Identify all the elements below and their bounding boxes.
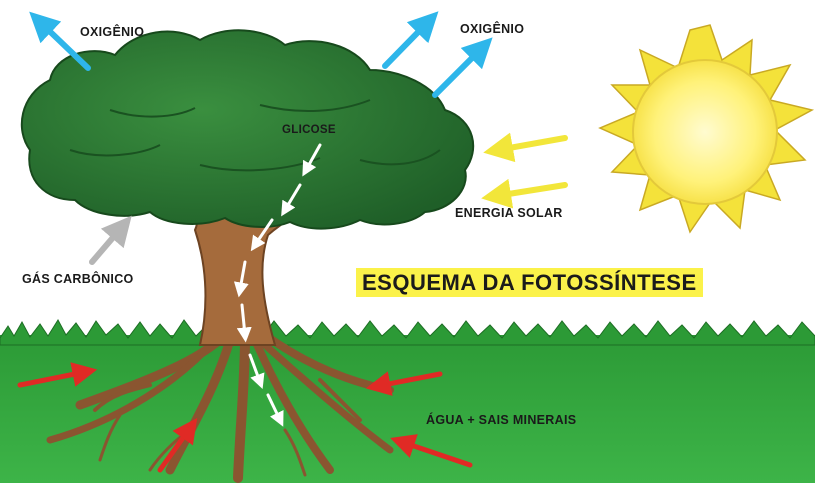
oxygen-label-right: OXIGÊNIO: [460, 22, 525, 36]
energy-arrow-2: [481, 178, 568, 209]
ground: [0, 319, 815, 483]
water-minerals-label: ÁGUA + SAIS MINERAIS: [426, 413, 577, 427]
solar-energy-arrows: [481, 132, 568, 209]
water-arrow-3: [365, 371, 443, 396]
energy-arrow-1: [483, 132, 568, 163]
tree-foliage: [20, 29, 475, 230]
sun-icon: [598, 24, 815, 234]
oxygen-arrow-right-1: [382, 11, 439, 69]
oxygen-arrows: [29, 11, 493, 98]
water-arrow-4: [390, 434, 473, 468]
oxygen-arrow-left: [29, 11, 91, 71]
carbon-dioxide-label: GÁS CARBÔNICO: [22, 272, 134, 286]
glucose-label: GLICOSE: [282, 124, 336, 136]
diagram-title: ESQUEMA DA FOTOSSÍNTESE: [356, 268, 703, 297]
glucose-arrows: [233, 143, 322, 427]
water-arrow-2: [157, 417, 198, 473]
oxygen-arrow-right-2: [432, 37, 493, 98]
water-arrows: [17, 362, 473, 473]
oxygen-label-left: OXIGÊNIO: [80, 25, 145, 39]
co2-arrow: [89, 215, 132, 265]
tree-roots: [46, 330, 394, 483]
solar-energy-label: ENERGIA SOLAR: [455, 206, 563, 220]
water-arrow-1: [17, 362, 98, 388]
